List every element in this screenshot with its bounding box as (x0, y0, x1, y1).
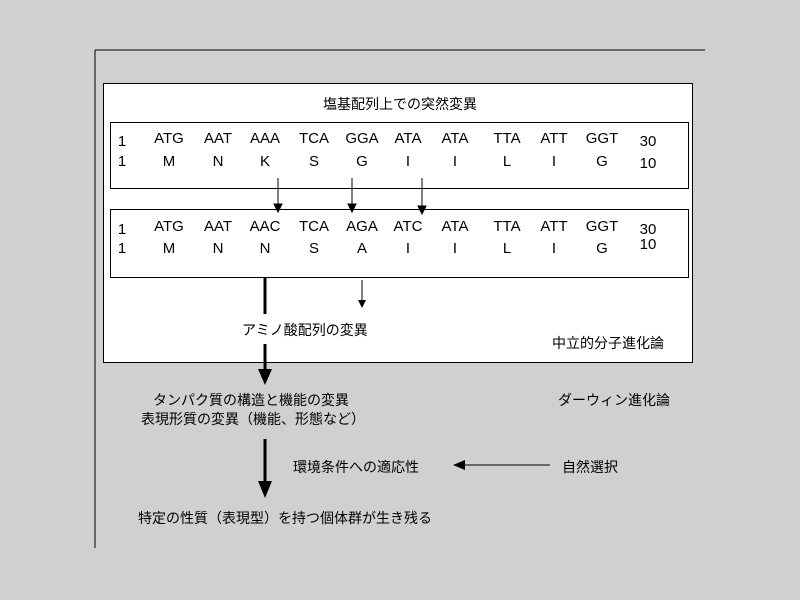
aa-end-number: 10 (639, 155, 657, 172)
darwin-theory-label: ダーウィン進化論 (558, 393, 670, 409)
amino-acid: I (551, 240, 557, 257)
aa-start-number: 1 (117, 153, 127, 170)
codon: GGA (345, 130, 379, 147)
original-sequence-box (110, 122, 689, 189)
codon: ATA (441, 130, 469, 147)
dna-end-number: 30 (639, 221, 657, 238)
amino-acid: S (308, 240, 319, 257)
amino-acid: N (212, 153, 224, 170)
codon: AGA (346, 218, 378, 235)
amino-acid: S (308, 153, 319, 170)
arrowhead (258, 369, 272, 385)
neutral-theory-label: 中立的分子進化論 (552, 336, 664, 352)
neutral-region-box (103, 83, 693, 363)
codon: ATA (441, 218, 469, 235)
amino-acid: N (212, 240, 224, 257)
amino-acid: I (405, 153, 411, 170)
codon: AAA (249, 130, 280, 147)
dna-end-number: 30 (639, 133, 657, 150)
dna-start-number: 1 (117, 221, 127, 238)
amino-acid: I (452, 240, 458, 257)
arrowhead (258, 481, 272, 498)
codon: ATG (154, 130, 184, 147)
mutant-sequence-box (110, 209, 689, 278)
amino-acid: K (259, 153, 270, 170)
codon: GGT (585, 218, 619, 235)
codon: ATG (154, 218, 184, 235)
amino-acid: L (502, 153, 512, 170)
amino-acid: A (356, 240, 367, 257)
mutation-title: 塩基配列上での突然変異 (323, 97, 477, 113)
codon: ATA (394, 130, 422, 147)
amino-acid: I (551, 153, 557, 170)
amino-acid: M (162, 153, 176, 170)
amino-acid: N (259, 240, 271, 257)
amino-acid: M (162, 240, 176, 257)
codon: ATC (393, 218, 423, 235)
codon: ATT (540, 130, 568, 147)
amino-acid: G (596, 240, 608, 257)
natural-selection-label: 自然選択 (562, 460, 618, 476)
survival-label: 特定の性質（表現型）を持つ個体群が生き残る (138, 511, 432, 527)
aa-change-label: アミノ酸配列の変異 (242, 323, 368, 339)
codon: AAT (203, 130, 233, 147)
phenotype-change-label: 表現形質の変異（機能、形態など） (141, 412, 365, 428)
arrowhead (358, 300, 366, 308)
adaptation-label: 環境条件への適応性 (293, 460, 419, 476)
amino-acid: I (405, 240, 411, 257)
codon: ATT (540, 218, 568, 235)
aa-start-number: 1 (117, 240, 127, 257)
codon: TTA (493, 130, 521, 147)
codon: GGT (585, 130, 619, 147)
amino-acid: G (356, 153, 368, 170)
amino-acid: L (502, 240, 512, 257)
amino-acid: I (452, 153, 458, 170)
mutation-arrows (273, 178, 427, 216)
codon: TCA (299, 130, 329, 147)
selection-arrowhead (453, 460, 465, 470)
codon: AAC (249, 218, 281, 235)
amino-acid: G (596, 153, 608, 170)
dna-start-number: 1 (117, 133, 127, 150)
protein-change-label: タンパク質の構造と機能の変異 (153, 393, 349, 409)
codon: TTA (493, 218, 521, 235)
codon: TCA (299, 218, 329, 235)
codon: AAT (203, 218, 233, 235)
aa-end-number: 10 (639, 236, 657, 253)
